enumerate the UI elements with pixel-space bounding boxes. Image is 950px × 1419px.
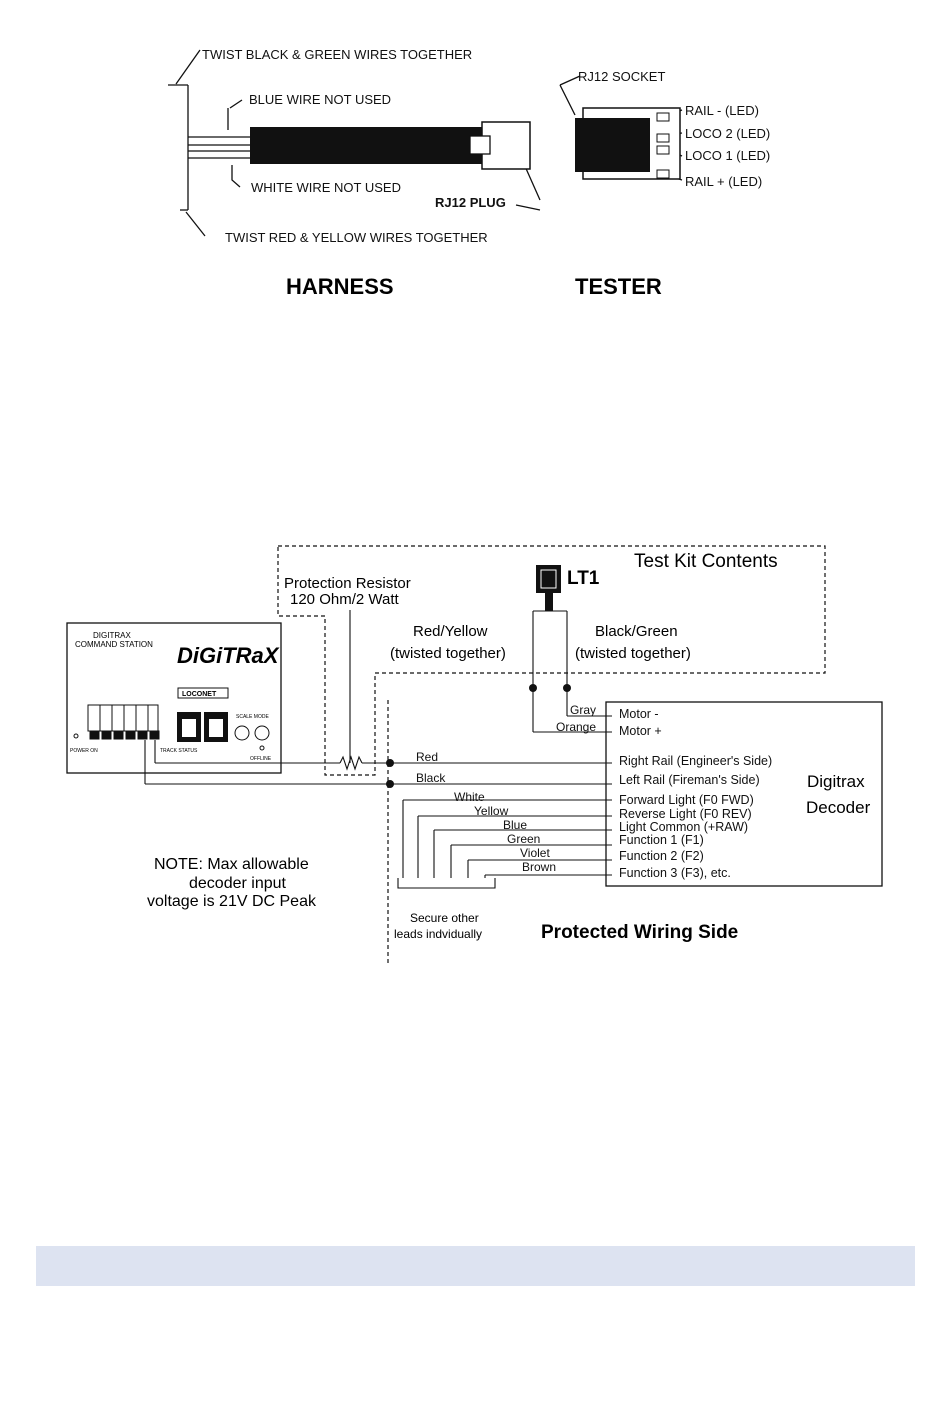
heading-tester: TESTER <box>575 274 662 299</box>
wire-black: Black <box>416 771 446 785</box>
scale-mode-knobs <box>73 725 270 751</box>
lt1-label: LT1 <box>567 568 600 589</box>
led-loco-1 <box>656 145 670 155</box>
test-kit-title: Test Kit Contents <box>634 551 778 572</box>
digitrax-decoder <box>605 701 883 887</box>
wire-brown: Brown <box>522 860 556 874</box>
rj12-socket <box>575 118 650 172</box>
protected-wiring-side: Protected Wiring Side <box>541 922 738 943</box>
terminal-forward-light: Forward Light (F0 FWD) <box>619 793 754 807</box>
cs-label-line2: COMMAND STATION <box>75 640 153 649</box>
decoder-title-line2: Decoder <box>806 798 871 817</box>
loconet-ports <box>177 687 229 742</box>
harness-tester-diagram: TWIST BLACK & GREEN WIRES TOGETHER BLUE … <box>168 47 770 299</box>
note-line1: NOTE: Max allowable <box>154 856 309 873</box>
led-rail-plus <box>656 169 670 179</box>
label-rj12-socket: RJ12 SOCKET <box>578 69 665 84</box>
test-kit-boundary <box>277 545 826 776</box>
note-line2: decoder input <box>189 875 287 892</box>
label-twist-red-yellow: TWIST RED & YELLOW WIRES TOGETHER <box>225 230 488 245</box>
terminal-motor-minus: Motor - <box>619 707 659 721</box>
wire-green: Green <box>507 832 540 846</box>
wire-red: Red <box>416 750 438 764</box>
led-loco-2 <box>656 133 670 143</box>
harness-cable <box>250 127 482 164</box>
black-green-line2: (twisted together) <box>575 645 691 662</box>
digitrax-logo: DiGiTRaX <box>177 643 280 668</box>
secure-line1: Secure other <box>410 911 479 925</box>
heading-harness: HARNESS <box>286 274 394 299</box>
cs-label-line1: DIGITRAX <box>93 631 131 640</box>
cs-power-on: POWER ON <box>70 748 98 754</box>
rj12-plug-tab <box>469 135 491 155</box>
label-led-rail-minus: RAIL - (LED) <box>685 103 759 118</box>
label-white-not-used: WHITE WIRE NOT USED <box>251 180 401 195</box>
label-twist-black-green: TWIST BLACK & GREEN WIRES TOGETHER <box>202 47 472 62</box>
cs-scale-mode: SCALE MODE <box>236 714 269 720</box>
terminal-light-common: Light Common (+RAW) <box>619 820 748 834</box>
wire-violet: Violet <box>520 846 550 860</box>
terminal-function-3: Function 3 (F3), etc. <box>619 866 731 880</box>
wire-blue: Blue <box>503 818 527 832</box>
label-led-rail-plus: RAIL + (LED) <box>685 174 762 189</box>
decoder-title-line1: Digitrax <box>807 772 865 791</box>
resistor-label-line1: Protection Resistor <box>284 575 411 592</box>
red-yellow-line2: (twisted together) <box>390 645 506 662</box>
wire-yellow: Yellow <box>474 804 509 818</box>
cs-track-status: TRACK STATUS <box>160 748 198 754</box>
wiring-diagram: DIGITRAX COMMAND STATION DiGiTRaX LOCONE… <box>66 545 883 965</box>
command-station-switches <box>87 704 160 740</box>
secure-line2: leads indvidually <box>394 927 482 941</box>
junction-dots <box>386 684 571 788</box>
label-led-loco-2: LOCO 2 (LED) <box>685 126 770 141</box>
circuit-wires <box>144 610 612 889</box>
black-green-line1: Black/Green <box>595 623 678 640</box>
terminal-right-rail: Right Rail (Engineer's Side) <box>619 754 772 768</box>
led-rail-minus <box>656 112 670 122</box>
label-rj12-plug: RJ12 PLUG <box>435 195 506 210</box>
note-line3: voltage is 21V DC Peak <box>147 893 317 910</box>
terminal-reverse-light: Reverse Light (F0 REV) <box>619 807 752 821</box>
wire-orange: Orange <box>556 720 596 734</box>
command-station <box>66 622 282 774</box>
footer-band <box>36 1246 915 1286</box>
cs-offline: OFFLINE <box>250 756 272 762</box>
resistor-label-line2: 120 Ohm/2 Watt <box>290 591 399 608</box>
label-blue-not-used: BLUE WIRE NOT USED <box>249 92 391 107</box>
terminal-function-1: Function 1 (F1) <box>619 833 704 847</box>
terminal-left-rail: Left Rail (Fireman's Side) <box>619 773 760 787</box>
wire-gray: Gray <box>570 703 596 717</box>
loconet-label: LOCONET <box>182 691 217 698</box>
terminal-function-2: Function 2 (F2) <box>619 849 704 863</box>
terminal-motor-plus: Motor + <box>619 724 662 738</box>
wire-white: White <box>454 790 485 804</box>
label-led-loco-1: LOCO 1 (LED) <box>685 148 770 163</box>
red-yellow-line1: Red/Yellow <box>413 623 488 640</box>
